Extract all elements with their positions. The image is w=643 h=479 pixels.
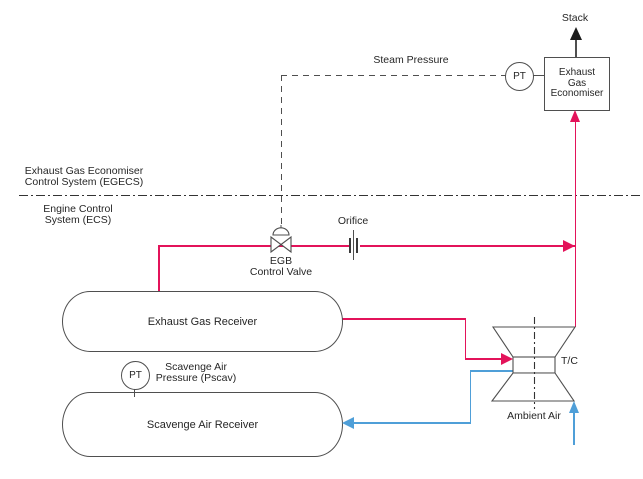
egecs-zone-label: Exhaust Gas Economiser Control System (E… [25, 166, 143, 188]
steam-pressure-signal-line-vertical [281, 75, 283, 226]
ecs-zone-label-line2: System (ECS) [44, 214, 112, 226]
orifice-plate-right [356, 238, 359, 253]
turbo-inlet-line [464, 358, 503, 360]
orifice-centerline [353, 230, 355, 260]
turbo-inlet-arrow-icon [501, 352, 513, 365]
turbocharger-label: T/C [561, 355, 578, 367]
egb-valve-label-line2: Control Valve [249, 266, 313, 278]
scavenge-pt-instrument: PT [121, 361, 150, 390]
stack-line [575, 40, 577, 57]
turbo-to-scavenge-line-horizontal [352, 422, 471, 424]
stack-label: Stack [561, 12, 589, 24]
steam-pt-tag: PT [513, 71, 526, 82]
scavenge-pt-tag: PT [129, 370, 142, 381]
exhaust-gas-receiver: Exhaust Gas Receiver [62, 291, 343, 352]
scavenge-inlet-arrow-icon [342, 416, 354, 429]
egecs-ecs-boundary-line [19, 195, 640, 197]
ambient-air-arrow-icon [568, 401, 579, 413]
pt-to-economiser-connector-line [532, 75, 544, 77]
egecs-zone-label-line2: Control System (EGECS) [24, 176, 144, 188]
egb-valve-label-line1: EGB [269, 255, 293, 267]
turbo-outlet-line [470, 370, 513, 372]
orifice-label: Orifice [337, 215, 369, 227]
turbo-to-scavenge-line-vertical [469, 370, 472, 423]
economiser-label-line3: Economiser [550, 88, 604, 100]
receiver-to-turbo-line-vertical [464, 318, 467, 359]
steam-pressure-signal-line-horizontal [281, 75, 506, 77]
scavenge-air-receiver-label: Scavenge Air Receiver [146, 418, 259, 431]
exhaust-gas-receiver-label: Exhaust Gas Receiver [147, 315, 258, 328]
economiser-label-line2: Gas [567, 77, 587, 89]
egb-bypass-riser-line [158, 245, 160, 291]
scavenge-pressure-label: Scavenge Air Pressure (Pscav) [156, 362, 237, 384]
scavenge-pt-stem-line [134, 388, 136, 397]
scavenge-pressure-label-line2: Pressure (Pscav) [155, 372, 237, 384]
steam-pt-instrument: PT [505, 62, 534, 91]
steam-pressure-label: Steam Pressure [373, 54, 449, 66]
stack-arrow-icon [570, 27, 582, 40]
ecs-zone-label: Engine Control System (ECS) [43, 204, 112, 226]
egb-bypass-line [158, 245, 575, 247]
egb-bypass-arrow-icon [563, 239, 575, 252]
turbocharger-symbol [490, 317, 577, 409]
receiver-to-turbo-line-horizontal [338, 318, 466, 320]
ambient-air-line [573, 411, 575, 445]
egecs-zone-label-line1: Exhaust Gas Economiser [24, 165, 144, 177]
egb-control-valve-symbol [270, 225, 292, 254]
egb-valve-label: EGB Control Valve [250, 256, 312, 278]
economiser-inlet-arrow-icon [570, 110, 581, 122]
scavenge-pressure-label-line1: Scavenge Air [165, 361, 227, 373]
ambient-air-label: Ambient Air [507, 410, 561, 422]
exhaust-to-economiser-line [574, 119, 577, 327]
ecs-zone-label-line1: Engine Control [43, 203, 113, 215]
exhaust-gas-economiser-box: Exhaust Gas Economiser [544, 57, 610, 111]
scavenge-air-receiver: Scavenge Air Receiver [62, 392, 343, 457]
economiser-label-line1: Exhaust [558, 67, 596, 79]
orifice-plate-left [348, 238, 351, 253]
